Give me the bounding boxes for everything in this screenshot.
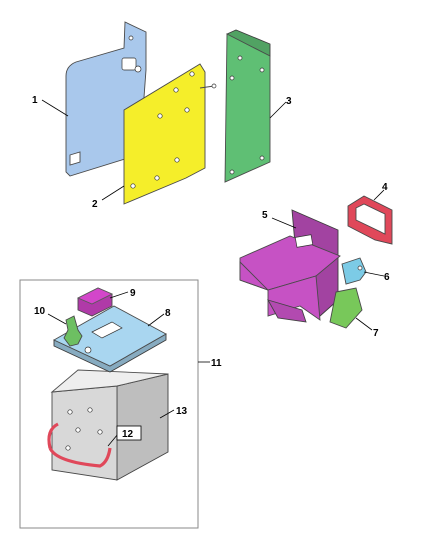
part-8-lid (53, 305, 167, 373)
part-3-hole-b (259, 67, 265, 73)
leader-6 (363, 271, 385, 277)
part-5-spout (267, 299, 307, 323)
leader-7 (355, 317, 373, 331)
part-13-top-rim (50, 369, 169, 393)
callout-4: 4 (382, 182, 388, 193)
part-2-screw (199, 85, 215, 89)
part-2-hole-d (184, 107, 190, 113)
part-9-top (76, 287, 114, 305)
part-3-hole-d (259, 155, 265, 161)
leader-12 (107, 433, 119, 447)
callout-11: 11 (211, 358, 222, 369)
part-6-pin (357, 265, 363, 271)
part-3-hole-a (237, 55, 243, 61)
leader-4 (373, 189, 385, 201)
part-13-hole-e (65, 445, 71, 451)
leader-10 (47, 313, 67, 325)
part-1-screw (134, 65, 142, 73)
part-13-hole-d (97, 429, 103, 435)
part-7-shape (329, 287, 363, 329)
part-5-chute (239, 209, 341, 323)
leader-2 (101, 185, 125, 201)
callout-12-box (116, 425, 142, 441)
part-12-handle (47, 422, 112, 468)
leader-lines (41, 99, 385, 447)
part-4-gasket (347, 195, 393, 245)
callout-9: 9 (130, 288, 136, 299)
callout-1: 1 (32, 95, 38, 106)
callout-13: 13 (176, 406, 188, 417)
leader-9 (109, 291, 129, 299)
part-2-hole-e (174, 157, 180, 163)
part-2-shape (123, 63, 206, 205)
part-3-shape (224, 33, 271, 183)
part-2-mounting-plate (123, 63, 217, 205)
subassembly-frame (19, 279, 199, 529)
leader-3 (269, 101, 287, 119)
part-10-shape (63, 315, 83, 347)
part-8-hole (84, 346, 92, 354)
leader-1 (41, 99, 69, 117)
leader-5 (271, 217, 297, 229)
leader-13 (159, 409, 175, 419)
part-13-box (50, 369, 169, 481)
part-13-front (51, 385, 118, 481)
part-5-opening (294, 234, 314, 248)
part-2-hole-b (173, 87, 179, 93)
callout-7: 7 (373, 328, 379, 339)
part-1-hole-top (128, 35, 134, 41)
callout-6: 6 (384, 272, 390, 283)
part-1-tab (69, 151, 81, 166)
part-9-block (76, 287, 114, 317)
callout-2: 2 (92, 199, 98, 210)
part-8-slot (91, 321, 123, 339)
part-3-side-bracket (224, 29, 271, 183)
part-2-hole-a (189, 71, 195, 77)
part-5-front (239, 260, 321, 321)
callout-12: 12 (122, 429, 134, 440)
part-1-slot (121, 57, 137, 71)
part-4-shape (347, 195, 393, 245)
part-2-hole-f (154, 175, 160, 181)
part-3-hole-c (229, 75, 235, 81)
part-13-hole-b (87, 407, 93, 413)
part-13-hole-a (67, 409, 73, 415)
callout-8: 8 (165, 308, 171, 319)
part-6-latch (341, 257, 367, 285)
part-13-hole-c (75, 427, 81, 433)
part-12-shape (47, 422, 112, 468)
part-2-screw-head (211, 83, 217, 89)
part-2-hole-g (130, 183, 136, 189)
part-6-shape (341, 257, 367, 285)
part-10-clip (63, 315, 83, 347)
part-3-hole-e (229, 169, 235, 175)
callout-labels: 1 2 3 4 5 6 7 8 9 10 11 13 12 (32, 95, 390, 441)
callout-10: 10 (34, 306, 46, 317)
callout-5: 5 (262, 210, 268, 221)
part-2-hole-c (157, 113, 163, 119)
part-7-deflector (329, 287, 363, 329)
part-8-top (53, 305, 167, 367)
callout-3: 3 (286, 96, 292, 107)
leader-8 (147, 313, 165, 327)
